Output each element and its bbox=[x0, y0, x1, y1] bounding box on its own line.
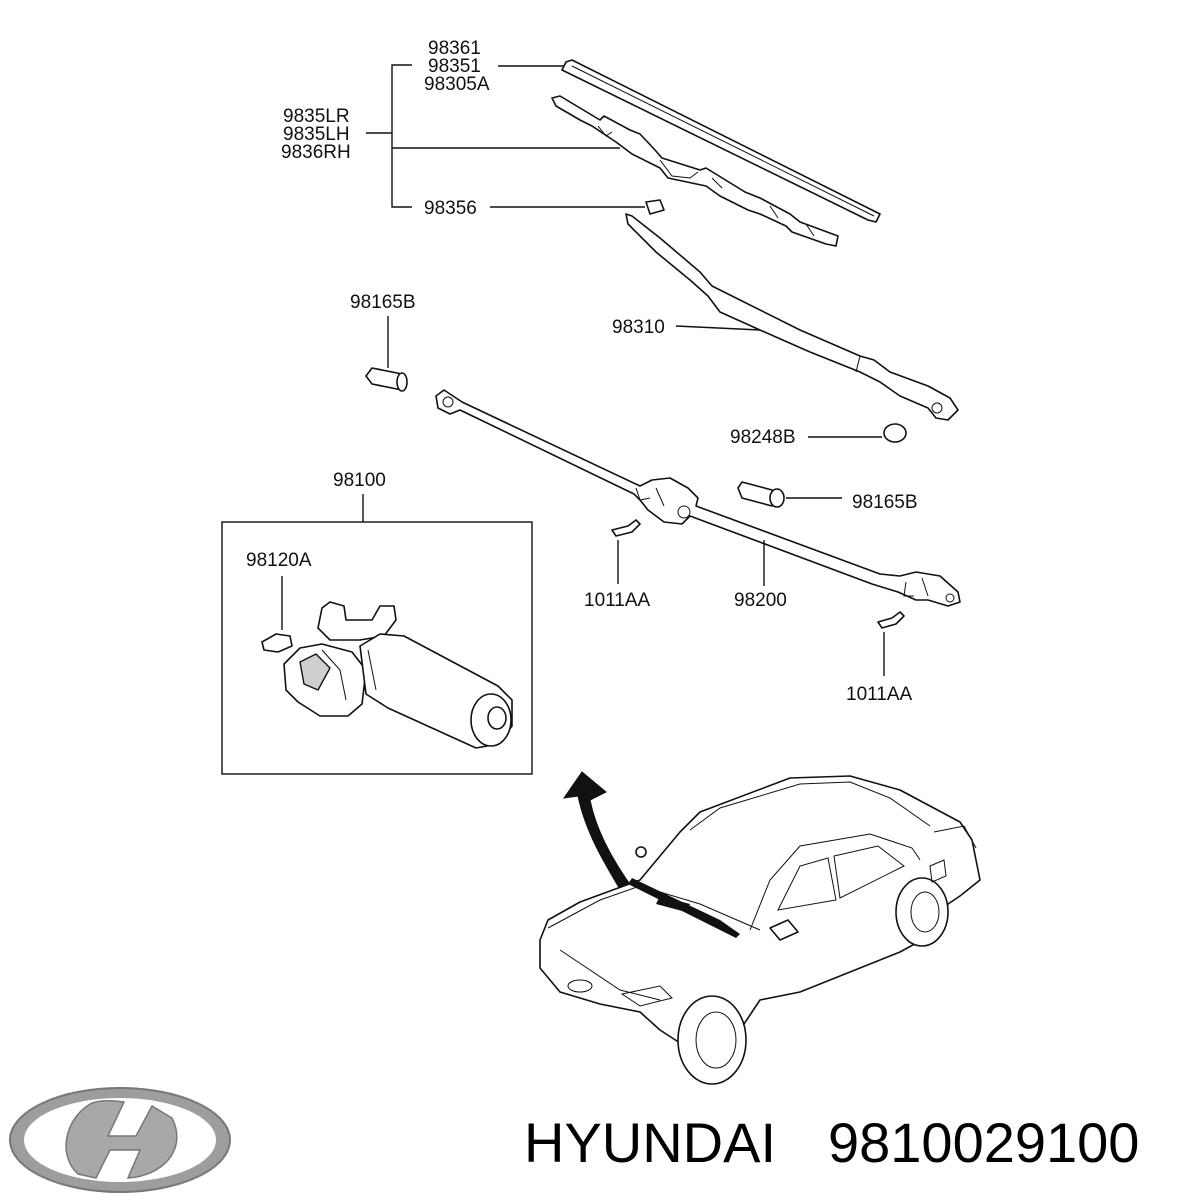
label-98165b-right: 98165B bbox=[852, 492, 918, 513]
label-98356: 98356 bbox=[424, 198, 477, 219]
wiper-blade bbox=[551, 95, 839, 247]
label-98361: 98361 bbox=[428, 38, 481, 59]
wiper-motor bbox=[261, 601, 513, 749]
wiper-arm bbox=[625, 213, 959, 421]
label-98310: 98310 bbox=[612, 317, 665, 338]
location-arrow bbox=[562, 771, 635, 897]
brand-name: HYUNDAI bbox=[524, 1111, 776, 1174]
wiper-refill-strip bbox=[561, 59, 881, 223]
nut-cap bbox=[883, 423, 907, 443]
motor-assembly-box bbox=[221, 521, 533, 775]
label-9835lh: 9835LH bbox=[283, 124, 350, 145]
top-bracket bbox=[366, 64, 645, 208]
label-98100: 98100 bbox=[333, 470, 386, 491]
label-1011aa-left: 1011AA bbox=[584, 590, 651, 611]
bolt-right bbox=[877, 611, 905, 629]
part-number: 9810029100 bbox=[828, 1111, 1139, 1174]
pivot-bushing-top bbox=[365, 367, 408, 392]
blade-clip bbox=[645, 199, 665, 215]
bolt-left bbox=[611, 519, 641, 537]
label-9836rh: 9836RH bbox=[281, 142, 351, 163]
label-98305a: 98305A bbox=[424, 74, 490, 95]
label-98200: 98200 bbox=[734, 590, 787, 611]
label-9835lr: 9835LR bbox=[283, 106, 350, 127]
hyundai-logo-icon bbox=[9, 1087, 231, 1193]
label-1011aa-right: 1011AA bbox=[846, 684, 913, 705]
label-98120a: 98120A bbox=[246, 550, 312, 571]
wiper-linkage bbox=[435, 389, 961, 607]
car-illustration bbox=[539, 775, 981, 1085]
label-98351: 98351 bbox=[428, 56, 481, 77]
pivot-bushing-right bbox=[737, 481, 785, 508]
label-98165b-top: 98165B bbox=[350, 292, 416, 313]
label-98248b: 98248B bbox=[730, 427, 796, 448]
